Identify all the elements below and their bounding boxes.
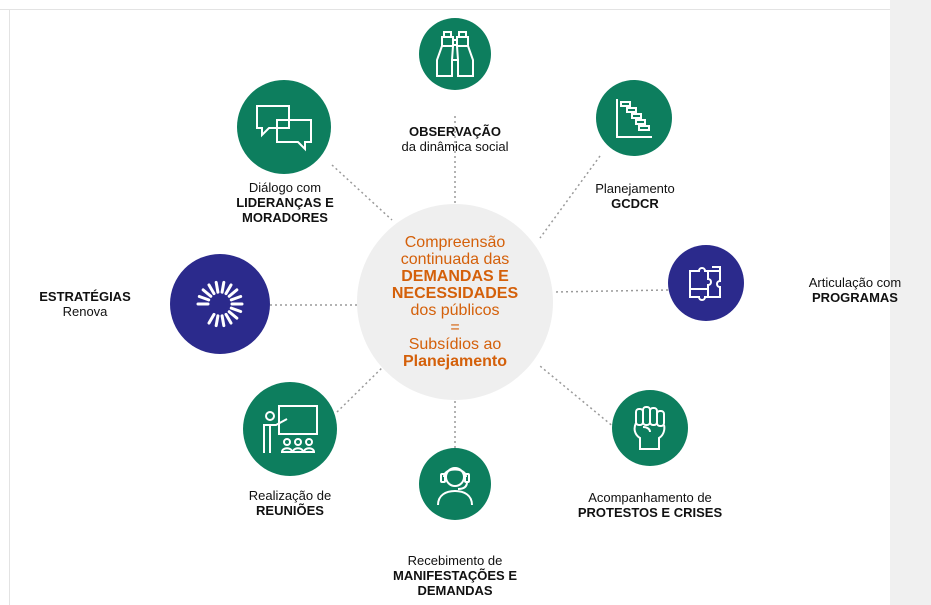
center-text-4: NECESSIDADES (391, 285, 519, 302)
label-planejamento-regular: Planejamento (595, 181, 675, 196)
label-acompanhamento-bold: PROTESTOS E CRISES (577, 505, 723, 520)
frame-border-left (9, 9, 10, 605)
label-acompanhamento-regular: Acompanhamento de (588, 490, 712, 505)
node-estrategias (170, 254, 270, 354)
node-reunioes (243, 382, 337, 476)
label-dialogo-bold-1: LIDERANÇAS E (236, 195, 334, 210)
label-planejamento-bold: GCDCR (611, 196, 659, 211)
center-text-3: DEMANDAS E (401, 268, 509, 285)
label-articulacao-regular: Articulação com (808, 275, 902, 290)
label-acompanhamento: Acompanhamento de PROTESTOS E CRISES (565, 490, 735, 520)
center-circle: Compreensão continuada das DEMANDAS E NE… (357, 204, 553, 400)
connector-reunioes (336, 361, 389, 413)
label-articulacao-bold: PROGRAMAS (812, 290, 898, 305)
speech-bubbles-icon (256, 105, 312, 152)
label-observacao: OBSERVAÇÃO da dinâmica social (355, 124, 555, 154)
connector-articulacao (552, 289, 669, 293)
node-articulacao (668, 245, 744, 321)
label-reunioes: Realização de REUNIÕES (215, 488, 365, 518)
label-estrategias: ESTRATÉGIAS Renova (20, 289, 150, 319)
label-reunioes-regular: Realização de (248, 488, 332, 503)
center-text-5: dos públicos (410, 302, 500, 319)
node-dialogo (237, 80, 331, 174)
label-articulacao: Articulação com PROGRAMAS (780, 275, 930, 305)
renova-logo-icon (196, 280, 244, 328)
center-text-1: Compreensão (404, 234, 506, 251)
label-recebimento-regular: Recebimento de (407, 553, 503, 568)
center-text-7: Subsídios ao (408, 336, 502, 353)
raised-fist-icon (633, 406, 666, 450)
gantt-chart-icon (616, 99, 652, 138)
puzzle-icon (689, 266, 721, 301)
label-dialogo-bold-2: MORADORES (242, 210, 328, 225)
center-text-2: continuada das (400, 251, 510, 268)
label-dialogo: Diálogo com LIDERANÇAS E MORADORES (210, 180, 360, 225)
node-recebimento (419, 448, 491, 520)
label-estrategias-regular: Renova (62, 304, 108, 319)
node-planejamento (596, 80, 672, 156)
side-panel (890, 0, 931, 605)
label-estrategias-bold: ESTRATÉGIAS (39, 289, 131, 304)
label-observacao-bold: OBSERVAÇÃO (409, 124, 501, 139)
label-reunioes-bold: REUNIÕES (256, 503, 324, 518)
node-acompanhamento (612, 390, 688, 466)
center-text-6: = (450, 319, 460, 336)
presentation-icon (263, 405, 318, 453)
frame-border-top (0, 9, 890, 10)
label-dialogo-regular: Diálogo com (248, 180, 322, 195)
connector-planejamento (539, 155, 601, 239)
connector-acompanhamento (539, 365, 616, 429)
node-observacao (419, 18, 491, 90)
label-planejamento: Planejamento GCDCR (555, 181, 715, 211)
label-recebimento-bold-1: MANIFESTAÇÕES E (393, 568, 517, 583)
label-recebimento-bold-2: DEMANDAS (417, 583, 493, 598)
label-observacao-regular: da dinâmica social (401, 139, 509, 154)
connector-dialogo (331, 164, 393, 221)
headset-icon (437, 467, 473, 506)
center-text-8: Planejamento (402, 353, 508, 370)
binoculars-icon (436, 31, 474, 77)
label-recebimento: Recebimento de MANIFESTAÇÕES E DEMANDAS (370, 553, 540, 598)
